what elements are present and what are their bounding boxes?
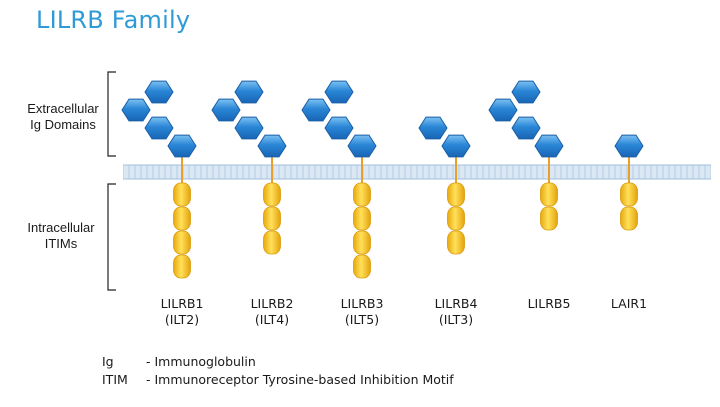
intracellular-bracket [107,183,116,291]
itim-motif-icon [353,230,371,255]
receptor-label: LILRB3(ILT5) [317,296,407,328]
ig-domain-icon [144,80,174,104]
ig-domain-icon [441,134,471,158]
intracellular-label-line2: ITIMs [44,236,78,251]
ig-domain-icon [534,134,564,158]
receptor-label: LILRB4(ILT3) [411,296,501,328]
cell-membrane [123,165,711,179]
ig-domain-icon [614,134,644,158]
itim-motif-icon [173,230,191,255]
receptor-label: LILRB1(ILT2) [137,296,227,328]
itim-motif-icon [540,182,558,207]
ig-domain-icon [257,134,287,158]
itim-motif-icon [353,254,371,279]
ig-domain-icon [121,98,151,122]
itim-motif-icon [620,206,638,231]
receptor-alias: (ILT5) [344,312,380,327]
legend-text: - Immunoglobulin [146,354,256,369]
legend-row-ig: Ig - Immunoglobulin [102,354,256,369]
intracellular-label: Intracellular ITIMs [6,220,116,252]
receptor-lair1 [614,134,644,231]
ig-domain-icon [488,98,518,122]
diagram-title: LILRB Family [36,6,191,34]
receptor-name: LILRB2 [250,296,294,311]
itim-motif-icon [540,206,558,231]
itim-motif-icon [620,182,638,207]
itim-motif-icon [447,206,465,231]
ig-domain-icon [418,116,448,140]
receptor-label: LILRB2(ILT4) [227,296,317,328]
receptor-lilrb2 [211,80,287,255]
extracellular-label-line2: Ig Domains [30,117,96,132]
itim-motif-icon [447,182,465,207]
itim-motif-icon [353,182,371,207]
receptor-label: LAIR1 [584,296,674,312]
itim-motif-icon [263,182,281,207]
receptor-name: LILRB4 [434,296,478,311]
ig-domain-icon [324,80,354,104]
itim-motif-icon [353,206,371,231]
ig-domain-icon [347,134,377,158]
ig-domain-icon [511,116,541,140]
ig-domain-icon [211,98,241,122]
extracellular-label: Extracellular Ig Domains [8,101,118,133]
ig-domain-icon [511,80,541,104]
legend-abbr: Ig [102,354,114,369]
receptor-alias: (ILT4) [254,312,290,327]
itim-motif-icon [263,206,281,231]
receptor-lilrb4 [418,116,471,255]
itim-motif-icon [173,182,191,207]
legend-text: - Immunoreceptor Tyrosine-based Inhibiti… [146,372,454,387]
itim-motif-icon [173,206,191,231]
ig-domain-icon [301,98,331,122]
ig-domain-icon [167,134,197,158]
extracellular-label-line1: Extracellular [27,101,99,116]
receptor-label: LILRB5 [504,296,594,312]
receptor-lilrb3 [301,80,377,279]
extracellular-bracket [107,71,116,157]
receptor-alias: (ILT2) [164,312,200,327]
receptor-name: LILRB5 [527,296,571,311]
legend-abbr: ITIM [102,372,128,387]
itim-motif-icon [263,230,281,255]
itim-motif-icon [447,230,465,255]
receptor-lilrb5 [488,80,564,231]
ig-domain-icon [234,116,264,140]
ig-domain-icon [324,116,354,140]
receptor-alias: (ILT3) [438,312,474,327]
receptor-name: LILRB1 [160,296,204,311]
intracellular-label-line1: Intracellular [27,220,95,235]
ig-domain-icon [234,80,264,104]
receptor-name: LAIR1 [610,296,648,311]
legend-row-itim: ITIM - Immunoreceptor Tyrosine-based Inhi… [102,372,454,387]
receptor-lilrb1 [121,80,197,279]
receptor-name: LILRB3 [340,296,384,311]
ig-domain-icon [144,116,174,140]
itim-motif-icon [173,254,191,279]
